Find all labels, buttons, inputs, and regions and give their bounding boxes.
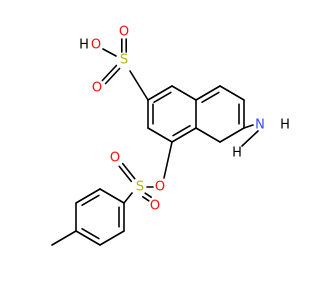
bond-ring-s-sulfonic: [129, 70, 149, 101]
bond-s-o-tosyl-bottom: [141, 196, 150, 202]
ring-a-bond: [171, 85, 197, 101]
bond-s-o-tosyl-bottom: [144, 192, 153, 198]
bond-n-h: [241, 130, 259, 147]
bond-s-o-tosyl-top: [118, 165, 133, 183]
ring-a-bond: [147, 85, 173, 101]
bond-s-o-bottom: [104, 67, 121, 85]
atom-s-sulfonic: S: [120, 53, 128, 68]
ring-a-bond: [147, 127, 173, 143]
bond-ring-n: [243, 124, 254, 129]
bond-lines: [51, 38, 259, 246]
atom-o-tosyl-bottom: O: [150, 199, 160, 214]
tolyl-ring-bond: [75, 188, 101, 204]
atom-o-ester: O: [155, 180, 165, 195]
ring-b-bond: [219, 85, 245, 101]
atom-labels: H O S O O N H H O S O O: [79, 25, 290, 214]
atom-o-sulfonic-top: O: [119, 25, 129, 40]
bond-ring-o-ester: [163, 141, 173, 179]
ring-b-double-bond: [201, 91, 220, 104]
bond-methyl: [51, 230, 77, 246]
atom-o-tosyl-top: O: [110, 151, 120, 166]
atom-s-tosyl: S: [136, 180, 144, 195]
molecule-structure-diagram: H O S O O N H H O S O O: [51, 25, 290, 246]
tolyl-ring-bond: [99, 230, 125, 246]
ring-a-double-bond: [172, 124, 191, 137]
tolyl-double-bond: [81, 227, 100, 240]
ring-b-bond: [219, 127, 245, 143]
atom-n-amine: N: [255, 118, 265, 133]
ring-a-bond: [171, 127, 197, 143]
bond-s-tolyl: [123, 192, 133, 204]
atom-h-sulfonic: H: [79, 38, 89, 53]
tolyl-ring-bond: [99, 188, 125, 204]
ring-a-double-bond: [153, 91, 172, 104]
atom-o-hydroxyl: O: [91, 38, 101, 53]
atom-o-sulfonic-bottom: O: [92, 81, 102, 96]
tolyl-double-bond: [81, 194, 100, 207]
ring-b-bond: [195, 85, 221, 101]
bond-s-oh: [102, 48, 117, 57]
tolyl-ring-bond: [75, 230, 101, 246]
bond-s-o-tosyl-top: [121, 162, 136, 180]
bond-s-o-bottom: [101, 64, 118, 82]
ring-b-bond: [195, 127, 221, 143]
atom-h-amine-2: H: [232, 146, 242, 161]
atom-h-amine-1: H: [280, 118, 290, 133]
